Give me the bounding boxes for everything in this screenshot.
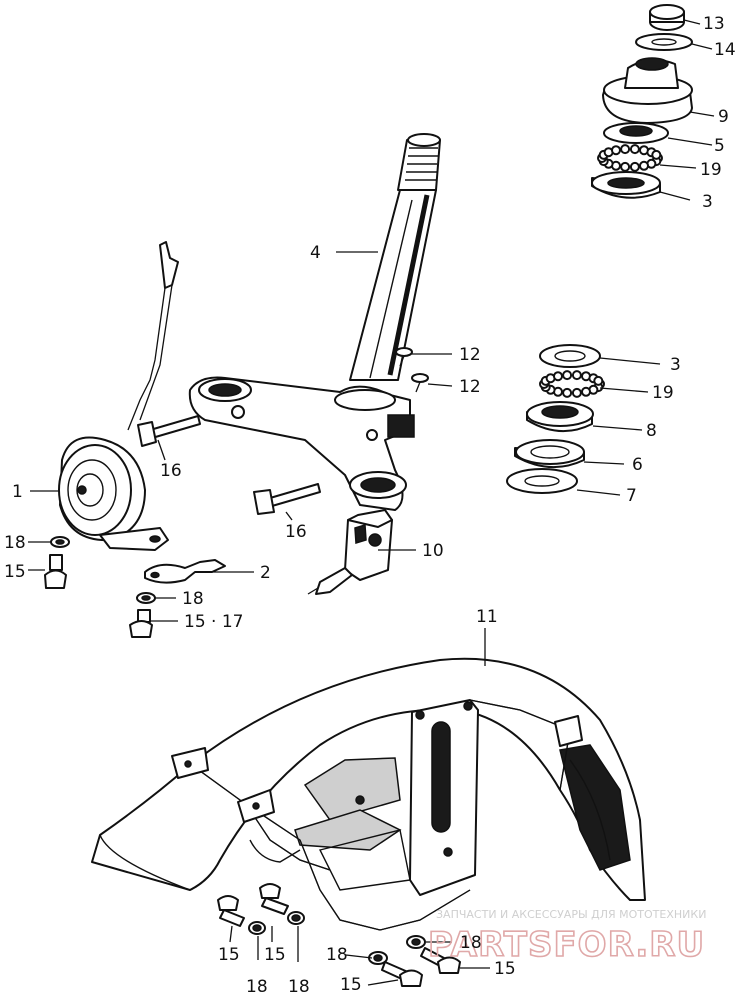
horn-bracket (144, 559, 226, 584)
screw-12-upper (395, 347, 413, 367)
lower-bearing-stack (506, 344, 605, 494)
steel-ball (593, 375, 604, 386)
steel-ball (562, 370, 573, 381)
callout-18-fender-a: 18 (246, 977, 268, 997)
steel-ball (639, 160, 649, 171)
steel-ball (651, 149, 662, 160)
upper-bearing-stack (591, 4, 693, 199)
dust-seal-washer (506, 468, 578, 494)
steel-ball (553, 371, 563, 382)
callout-15-horn: 15 (4, 562, 26, 582)
callout-15-fender-c: 15 (340, 975, 362, 995)
bottom-bridge (188, 376, 415, 511)
callout-18-fender-b: 18 (288, 977, 310, 997)
callout-14: 14 (714, 40, 736, 60)
screw-12-lower (411, 373, 429, 393)
callout-8: 8 (646, 421, 657, 441)
top-ball-race (591, 171, 661, 199)
callout-12-lower: 12 (459, 377, 481, 397)
leader-lines (28, 19, 715, 986)
callout-15-fender-d: 15 (494, 959, 516, 979)
horn (58, 241, 179, 551)
callout-9: 9 (718, 107, 729, 127)
fender-washer-18-d (406, 935, 426, 949)
steel-ball (629, 144, 640, 155)
bottom-cone-race (526, 401, 594, 433)
steel-ball (571, 387, 582, 398)
fender-bolt-15-a (217, 895, 245, 927)
steel-ball (629, 161, 640, 172)
steering-stem (349, 133, 441, 381)
steel-ball (611, 145, 621, 156)
callout-4: 4 (310, 243, 321, 263)
adjusting-nut (602, 57, 693, 124)
ignition-switch (307, 509, 393, 595)
watermark: ЗАПЧАСТИ И АКСЕССУАРЫ ДЛЯ МОТОТЕХНИКИ PA… (427, 908, 706, 966)
callout-3: 3 (702, 192, 713, 212)
callout-19-lower: 19 (652, 383, 674, 403)
fender-bolt-15-b (259, 883, 289, 915)
fender-bolt-15-c (381, 961, 423, 987)
callout-18-fender-c: 18 (326, 945, 348, 965)
bolt-15-17 (129, 609, 153, 638)
callout-18-fender-d: 18 (460, 933, 482, 953)
callout-7: 7 (626, 486, 637, 506)
steel-ball (562, 387, 573, 398)
lower-steel-balls (539, 370, 605, 398)
callout-13: 13 (703, 14, 725, 34)
callout-16-upper: 16 (160, 461, 182, 481)
cap-nut (649, 4, 685, 31)
fender-washer-18-b (287, 911, 305, 925)
callout-16-lower: 16 (285, 522, 307, 542)
callout-6: 6 (632, 455, 643, 475)
bolt-16-lower (253, 483, 321, 515)
callout-5: 5 (714, 136, 725, 156)
callout-2: 2 (260, 563, 271, 583)
callout-12-upper: 12 (459, 345, 481, 365)
front-fender (91, 657, 646, 931)
lock-washer (635, 33, 693, 51)
callout-15-17: 15 · 17 (184, 612, 243, 632)
callout-15-fender-a: 15 (218, 945, 240, 965)
steel-ball (571, 370, 582, 381)
callout-18-horn: 18 (4, 533, 26, 553)
callout-1: 1 (12, 482, 23, 502)
callout-3-lower: 3 (670, 355, 681, 375)
upper-steel-balls (597, 144, 663, 172)
callout-15-fender-b: 15 (264, 945, 286, 965)
bolt-16-upper (137, 415, 201, 447)
callout-19: 19 (700, 160, 722, 180)
dust-seal (514, 439, 585, 469)
washer-18-mid (136, 592, 156, 604)
fender-washer-18-a (248, 921, 266, 935)
bottom-ball-race (539, 344, 601, 368)
horn-washer-18 (50, 536, 70, 548)
horn-bolt-15 (44, 554, 67, 589)
steel-ball (581, 386, 591, 397)
callout-11: 11 (476, 607, 498, 627)
watermark-brand: PARTSFOR.RU (428, 925, 705, 965)
callout-18-mid: 18 (182, 589, 204, 609)
steel-ball (620, 144, 631, 155)
callout-labels: 13 14 9 5 19 3 4 12 12 3 19 8 6 7 1 16 1… (4, 14, 736, 997)
watermark-caption: ЗАПЧАСТИ И АКСЕССУАРЫ ДЛЯ МОТОТЕХНИКИ (436, 908, 706, 921)
steel-ball (620, 161, 631, 172)
fender-bolt-15-d (420, 947, 461, 974)
top-cone-race (603, 122, 669, 144)
callout-10: 10 (422, 541, 444, 561)
